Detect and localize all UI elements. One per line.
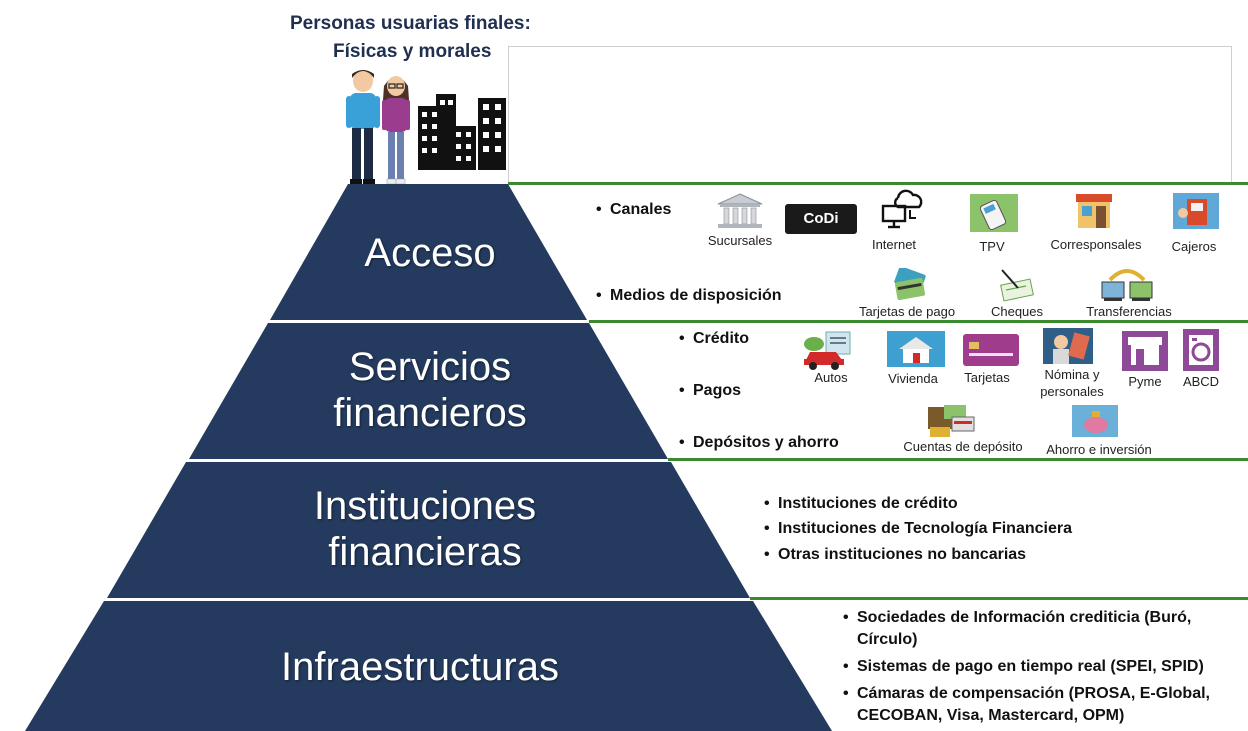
bullet-sociedades-informacion: •Sociedades de Información crediticia (B… (843, 609, 1192, 626)
bullet-medios: •Medios de disposición (596, 287, 782, 304)
bullet-pagos: •Pagos (679, 382, 742, 399)
car-icon (804, 331, 851, 370)
payroll-icon (1043, 328, 1093, 364)
internet-icon (881, 189, 923, 229)
separator-line (508, 182, 1248, 185)
caption-internet: Internet (871, 237, 917, 252)
bullet-instituciones-credito: •Instituciones de crédito (764, 495, 958, 512)
caption-tarjetas: Tarjetas (964, 370, 1010, 385)
woman-icon (382, 76, 410, 185)
bullet-sistemas-pago: •Sistemas de pago en tiempo real (SPEI, … (843, 658, 1204, 675)
header-line-2: Físicas y morales (333, 41, 492, 62)
caption-transferencias: Transferencias (1086, 304, 1172, 319)
buildings-icon (418, 94, 506, 170)
caption-abcd: ABCD (1182, 374, 1220, 389)
pyme-icon (1122, 331, 1168, 371)
separator-line (750, 597, 1248, 600)
credit-card-icon (963, 334, 1019, 366)
bullet-credito: •Crédito (679, 330, 749, 347)
caption-nomina: Nómina y personales (1040, 367, 1104, 399)
separator-line (668, 458, 1248, 461)
caption-ahorro: Ahorro e inversión (1046, 442, 1152, 457)
level-label-instituciones: Instituciones financieras (313, 484, 537, 574)
bullet-sociedades-informacion-cont: Círculo) (857, 631, 918, 648)
caption-tarjetas-pago: Tarjetas de pago (858, 304, 956, 319)
wallet-icon (928, 405, 975, 437)
caption-cuentas-deposito: Cuentas de depósito (903, 439, 1023, 454)
atm-icon (1173, 193, 1219, 229)
bullet-camaras-compensacion-cont: CECOBAN, Visa, Mastercard, OPM) (857, 707, 1125, 724)
caption-tpv: TPV (979, 239, 1005, 254)
caption-cheques: Cheques (990, 304, 1044, 319)
users-illustration (346, 70, 506, 185)
abcd-icon (1183, 329, 1219, 371)
savings-icon (1072, 405, 1118, 437)
pyramid-level-acceso (270, 184, 587, 320)
level-label-servicios: Servicios financieros (333, 345, 527, 435)
pyramid-level-servicios (189, 323, 668, 459)
payment-cards-icon (894, 268, 926, 300)
level-label-infraestructuras: Infraestructuras (281, 645, 559, 689)
house-icon (887, 331, 945, 367)
bullet-instituciones-fintech: •Instituciones de Tecnología Financiera (764, 520, 1072, 537)
transfer-icon (1101, 269, 1153, 301)
caption-cajeros: Cajeros (1171, 239, 1217, 254)
pyramid-level-infraestructuras (25, 601, 832, 731)
caption-autos: Autos (814, 370, 848, 385)
bullet-depositos: •Depósitos y ahorro (679, 434, 839, 451)
tpv-icon (970, 194, 1018, 232)
bank-icon (717, 193, 763, 228)
bullet-canales: •Canales (596, 201, 672, 218)
level-label-acceso: Acceso (364, 231, 496, 275)
top-frame (508, 46, 1232, 185)
bullet-otras-instituciones: •Otras instituciones no bancarias (764, 546, 1027, 563)
codi-logo: CoDi (785, 204, 857, 234)
bullet-camaras-compensacion: •Cámaras de compensación (PROSA, E-Globa… (843, 685, 1210, 702)
pyramid-level-instituciones (107, 462, 750, 598)
caption-vivienda: Vivienda (888, 371, 938, 386)
man-icon (346, 70, 380, 184)
cheque-icon (1000, 269, 1034, 302)
header-line-1: Personas usuarias finales: (290, 13, 531, 34)
caption-sucursales: Sucursales (707, 233, 773, 248)
separator-line (589, 320, 1248, 323)
caption-pyme: Pyme (1128, 374, 1162, 389)
store-icon (1076, 194, 1112, 228)
caption-corresponsales: Corresponsales (1050, 237, 1142, 252)
